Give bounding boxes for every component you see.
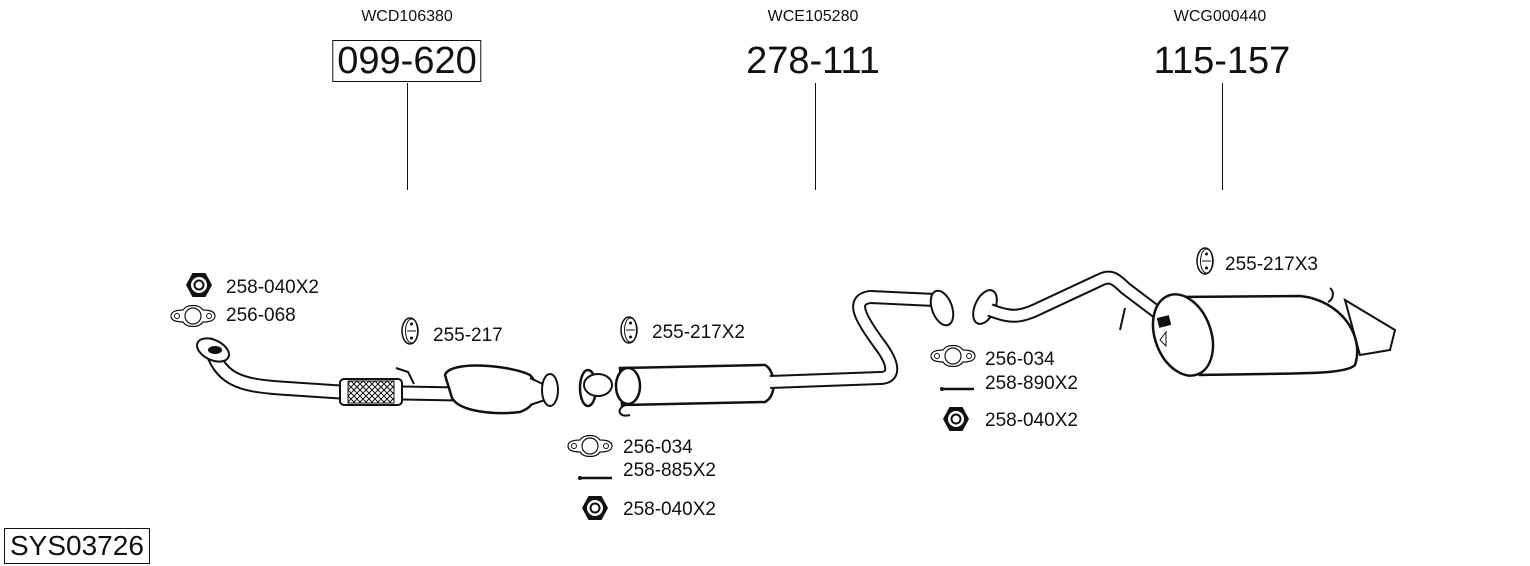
part-number-front-pipe[interactable]: 099-620 <box>332 40 482 82</box>
nut-icon <box>186 273 212 297</box>
middle-silencer-drawing <box>578 289 955 417</box>
rubber-hanger-icon <box>401 317 419 345</box>
ref-code-middle: WCE105280 <box>767 8 859 25</box>
gasket-icon <box>567 434 613 458</box>
label-joint2-bolt[interactable]: 258-890X2 <box>985 373 1078 394</box>
label-front-hanger[interactable]: 255-217 <box>433 325 503 346</box>
rubber-hanger-icon <box>1196 247 1214 275</box>
label-front-gasket[interactable]: 256-068 <box>226 305 296 326</box>
system-id: SYS03726 <box>4 528 150 564</box>
label-joint2-nut[interactable]: 258-040X2 <box>985 410 1078 431</box>
bolt-icon <box>576 474 614 482</box>
gasket-icon <box>930 344 976 368</box>
label-joint1-gasket[interactable]: 256-034 <box>623 437 693 458</box>
nut-icon <box>582 496 608 520</box>
label-front-nut[interactable]: 258-040X2 <box>226 277 319 298</box>
rubber-hanger-icon <box>620 316 638 344</box>
bolt-icon <box>938 385 976 393</box>
leader-line-middle <box>815 83 816 190</box>
leader-line-front <box>407 83 408 190</box>
label-joint1-bolt[interactable]: 258-885X2 <box>623 460 716 481</box>
gasket-icon <box>170 304 216 328</box>
label-rear-hanger[interactable]: 255-217X3 <box>1225 254 1318 275</box>
part-number-middle-silencer[interactable]: 278-111 <box>746 40 880 82</box>
ref-code-rear: WCG000440 <box>1173 8 1267 25</box>
part-number-rear-silencer[interactable]: 115-157 <box>1153 40 1291 82</box>
rear-silencer-drawing <box>972 270 1397 377</box>
label-joint2-gasket[interactable]: 256-034 <box>985 349 1055 370</box>
nut-icon <box>943 407 969 431</box>
leader-line-rear <box>1222 83 1223 190</box>
label-mid-hanger[interactable]: 255-217X2 <box>652 322 745 343</box>
ref-code-front: WCD106380 <box>361 8 453 25</box>
front-pipe-drawing <box>196 337 559 415</box>
label-joint1-nut[interactable]: 258-040X2 <box>623 499 716 520</box>
